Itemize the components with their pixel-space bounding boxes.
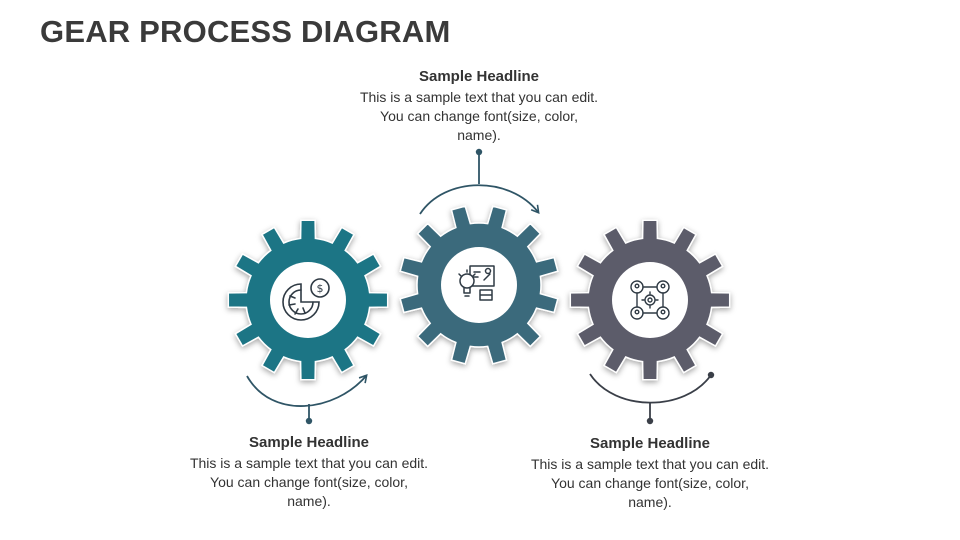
- connector-dot-1: [305, 417, 313, 425]
- connector-3: [589, 371, 715, 425]
- step-1-text: Sample Headline This is a sample text th…: [189, 434, 429, 511]
- connector-dot-2: [475, 148, 483, 156]
- step-1-headline: Sample Headline: [248, 434, 370, 451]
- team-network-icon: [630, 280, 670, 320]
- step-1-body: This is a sample text that you can edit.…: [189, 455, 429, 509]
- connector-1: [246, 374, 368, 425]
- step-2-text: Sample Headline This is a sample text th…: [359, 68, 599, 145]
- connector-dot-3: [646, 417, 654, 425]
- gear-3-hub: [612, 262, 688, 338]
- gear-1: $: [227, 219, 389, 381]
- arrow-arc-1: [246, 374, 368, 407]
- step-3-text: Sample Headline This is a sample text th…: [530, 435, 770, 512]
- gear-1-hub: [270, 262, 346, 338]
- step-2-body: This is a sample text that you can edit.…: [359, 89, 599, 143]
- page-title: GEAR PROCESS DIAGRAM: [40, 14, 451, 49]
- gear-3: [569, 219, 731, 381]
- step-2-headline: Sample Headline: [418, 68, 540, 85]
- gear-2-hub: [441, 247, 517, 323]
- arrow-arc-3: [589, 373, 712, 404]
- finance-chart-icon: $: [282, 278, 330, 321]
- connector-2: [419, 148, 540, 215]
- step-3-headline: Sample Headline: [589, 435, 711, 452]
- svg-text:$: $: [317, 282, 324, 295]
- step-3-body: This is a sample text that you can edit.…: [530, 456, 770, 510]
- connector-end-dot-3: [707, 371, 715, 379]
- arrow-arc-2: [419, 184, 540, 215]
- gear-2: [399, 205, 559, 365]
- idea-presentation-icon: [458, 265, 495, 301]
